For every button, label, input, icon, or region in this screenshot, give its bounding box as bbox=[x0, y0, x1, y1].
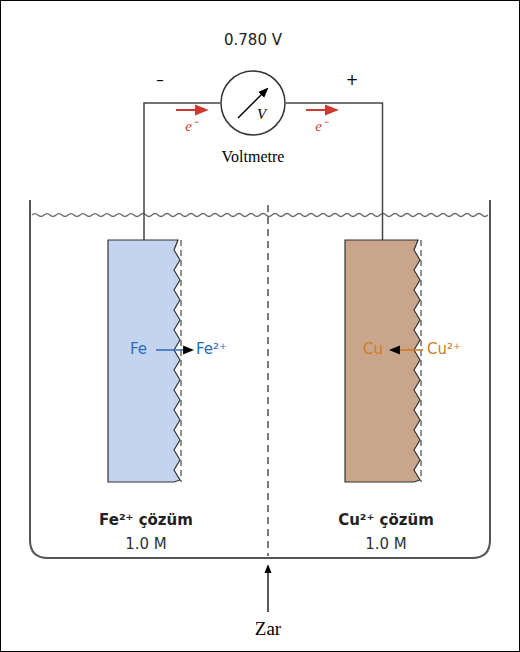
water-surface bbox=[32, 214, 488, 217]
voltmeter: V bbox=[220, 70, 286, 136]
electron-arrow bbox=[176, 109, 206, 111]
electron-arrow bbox=[306, 109, 336, 111]
electrode-shape bbox=[345, 240, 420, 482]
polarity-sign: – bbox=[156, 73, 164, 88]
meter-label: Voltmetre bbox=[222, 149, 285, 165]
membrane bbox=[267, 205, 268, 556]
reading-value: 0.780 V bbox=[224, 33, 282, 48]
node-text: V bbox=[257, 107, 266, 122]
node-text: Fe²⁺ bbox=[196, 342, 227, 357]
solution-label: Fe²⁺ çözüm bbox=[99, 513, 193, 528]
electron-label: e⁻ bbox=[315, 119, 327, 134]
polarity-sign: + bbox=[346, 73, 359, 88]
membrane-pointer bbox=[267, 566, 268, 612]
beaker bbox=[30, 200, 490, 558]
copper-electrode: CuCu²⁺ bbox=[345, 240, 420, 482]
meter-symbol bbox=[220, 70, 286, 136]
electrode-shape bbox=[108, 240, 180, 482]
membrane-label: Zar bbox=[255, 619, 281, 638]
concentration-label: 1.0 M bbox=[125, 537, 167, 552]
wire bbox=[286, 103, 383, 240]
node-text: Cu²⁺ bbox=[427, 342, 461, 357]
iron-electrode: FeFe²⁺ bbox=[108, 240, 180, 482]
node-text: Fe bbox=[130, 342, 147, 357]
concentration-label: 1.0 M bbox=[365, 537, 407, 552]
node-text: Cu bbox=[363, 342, 383, 357]
wire bbox=[144, 103, 220, 240]
solution-label: Cu²⁺ çözüm bbox=[338, 513, 434, 528]
electron-label: e⁻ bbox=[185, 119, 197, 134]
